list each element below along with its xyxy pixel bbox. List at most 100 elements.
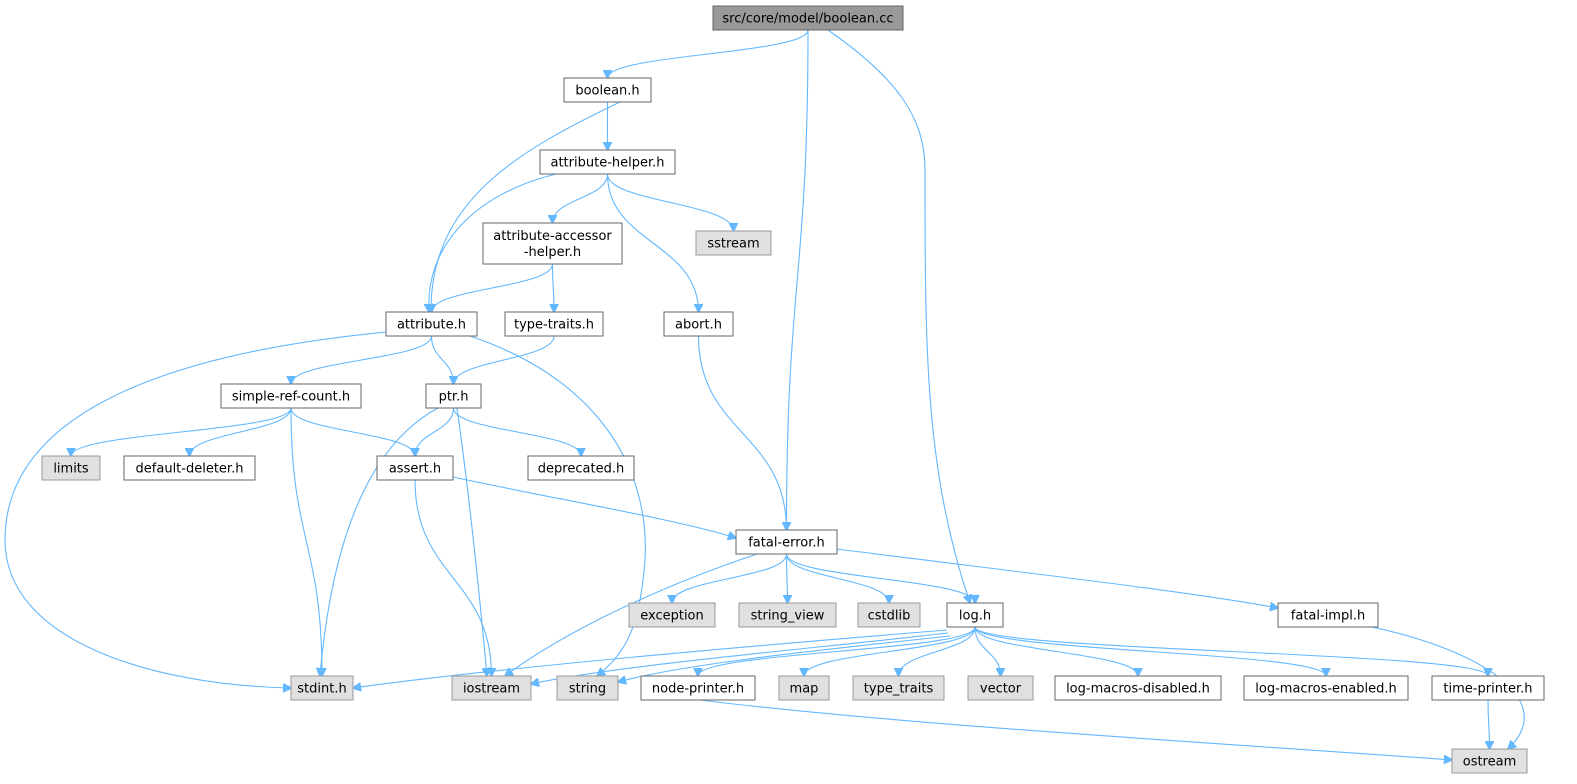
edge-fatal-error-h-to-exception (672, 553, 788, 603)
node-box (695, 230, 772, 256)
edge-boolean-h-to-attribute-h (431, 101, 621, 312)
node-label: exception (640, 609, 704, 624)
node-label: map (790, 682, 819, 697)
edge-fatal-error-h-to-iostream (505, 553, 758, 676)
node-box (1431, 675, 1545, 701)
node-root[interactable]: src/core/model/boolean.cc (712, 5, 904, 31)
node-box (735, 529, 838, 555)
node-label: vector (980, 682, 1022, 697)
edge-abort-h-to-fatal-error-h (697, 335, 787, 530)
node-label: assert.h (389, 462, 441, 477)
node-label: limits (53, 462, 89, 477)
edge-root-to-boolean-h (608, 29, 809, 78)
file-nodes: src/core/model/boolean.cc boolean.h attrib… (41, 5, 1545, 774)
node-attribute-helper-h[interactable]: attribute-helper.h (539, 149, 676, 175)
node-label: attribute-helper.h (550, 156, 664, 171)
node-box (1451, 748, 1528, 774)
edge-fatal-error-h-to-string-view (787, 553, 788, 603)
edge-ptr-h-to-stdint-h (320, 407, 439, 676)
node-box (628, 602, 716, 628)
node-box (376, 455, 454, 481)
node-stdint-h: stdint.h (290, 675, 354, 701)
node-label: stdint.h (297, 682, 346, 697)
node-label: deprecated.h (538, 462, 624, 477)
node-box (385, 311, 478, 337)
edge-root-to-log-h (827, 29, 970, 603)
edge-simple-ref-count-h-to-limits (71, 407, 292, 456)
node-type-traits: type_traits (852, 675, 945, 701)
edge-attribute-helper-h-to-abort-h (606, 173, 699, 312)
node-box (41, 455, 101, 481)
node-box (451, 675, 532, 701)
node-ptr-h[interactable]: ptr.h (425, 383, 482, 409)
node-label: attribute.h (397, 318, 466, 333)
node-label: fatal-impl.h (1291, 609, 1365, 624)
node-deprecated-h[interactable]: deprecated.h (527, 455, 635, 481)
edge-log-h-to-type-traits (899, 626, 976, 676)
node-label: log-macros-enabled.h (1255, 682, 1396, 697)
edge-log-h-to-string (618, 635, 951, 682)
node-box (290, 675, 354, 701)
node-box (738, 602, 837, 628)
node-box (1277, 602, 1379, 628)
node-fatal-error-h[interactable]: fatal-error.h (735, 529, 838, 555)
node-node-printer-h[interactable]: node-printer.h (640, 675, 756, 701)
node-box (712, 5, 904, 31)
edge-log-h-to-stdint-h (353, 629, 948, 688)
edge-fatal-error-h-to-cstdlib (785, 553, 890, 603)
dependency-edges (4, 29, 1525, 760)
edge-simple-ref-count-h-to-default-deleter-h (190, 407, 292, 456)
node-box (857, 602, 921, 628)
node-attribute-h[interactable]: attribute.h (385, 311, 478, 337)
node-box (778, 675, 830, 701)
node-log-macros-disabled-h[interactable]: log-macros-disabled.h (1054, 675, 1222, 701)
node-fatal-impl-h[interactable]: fatal-impl.h (1277, 602, 1379, 628)
node-boolean-h[interactable]: boolean.h (563, 77, 652, 103)
edge-assert-h-to-fatal-error-h (452, 476, 736, 538)
node-iostream: iostream (451, 675, 532, 701)
node-label: type_traits (864, 682, 934, 697)
node-label: cstdlib (868, 609, 911, 624)
node-attribute-accessor-helper-h[interactable]: attribute-accessor-helper.h (482, 222, 623, 265)
node-label: fatal-error.h (748, 536, 825, 551)
node-label: iostream (463, 682, 520, 697)
node-string: string (556, 675, 619, 701)
node-box (640, 675, 756, 701)
node-log-macros-enabled-h[interactable]: log-macros-enabled.h (1243, 675, 1409, 701)
node-label: -helper.h (524, 245, 581, 260)
node-abort-h[interactable]: abort.h (663, 311, 734, 337)
node-label: ptr.h (439, 390, 469, 405)
node-log-h[interactable]: log.h (946, 602, 1004, 628)
edge-node-printer-h-to-ostream (699, 699, 1452, 760)
edge-time-printer-h-to-ostream (1488, 699, 1490, 749)
edge-attribute-helper-h-to-sstream (606, 173, 734, 231)
edge-log-h-to-node-printer-h (698, 626, 976, 676)
edge-attribute-h-to-string (469, 335, 646, 676)
edge-fatal-error-h-to-log-h (785, 553, 976, 603)
node-simple-ref-count-h[interactable]: simple-ref-count.h (220, 383, 362, 409)
edge-attribute-helper-h-to-attribute-h (429, 173, 557, 312)
edge-log-h-to-vector (974, 626, 1001, 676)
node-label: attribute-accessor (493, 229, 612, 244)
edge-ptr-h-to-iostream (456, 407, 487, 676)
node-assert-h[interactable]: assert.h (376, 455, 454, 481)
node-box (123, 455, 256, 481)
node-default-deleter-h[interactable]: default-deleter.h (123, 455, 256, 481)
node-label: string (569, 682, 606, 697)
node-box (663, 311, 734, 337)
node-time-printer-h[interactable]: time-printer.h (1431, 675, 1545, 701)
node-label: ostream (1463, 755, 1517, 770)
node-box (539, 149, 676, 175)
edge-fatal-error-h-to-fatal-impl-h (836, 548, 1278, 608)
node-box (220, 383, 362, 409)
edge-log-h-to-map (804, 626, 976, 676)
node-label: string_view (751, 609, 825, 624)
node-label: src/core/model/boolean.cc (722, 12, 893, 27)
node-label: time-printer.h (1443, 682, 1532, 697)
edge-attribute-accessor-helper-h-to-type-traits-h (553, 263, 555, 312)
edge-ptr-h-to-deprecated-h (452, 407, 582, 456)
node-exception: exception (628, 602, 716, 628)
node-type-traits-h[interactable]: type-traits.h (504, 311, 604, 337)
node-label: sstream (707, 237, 759, 252)
